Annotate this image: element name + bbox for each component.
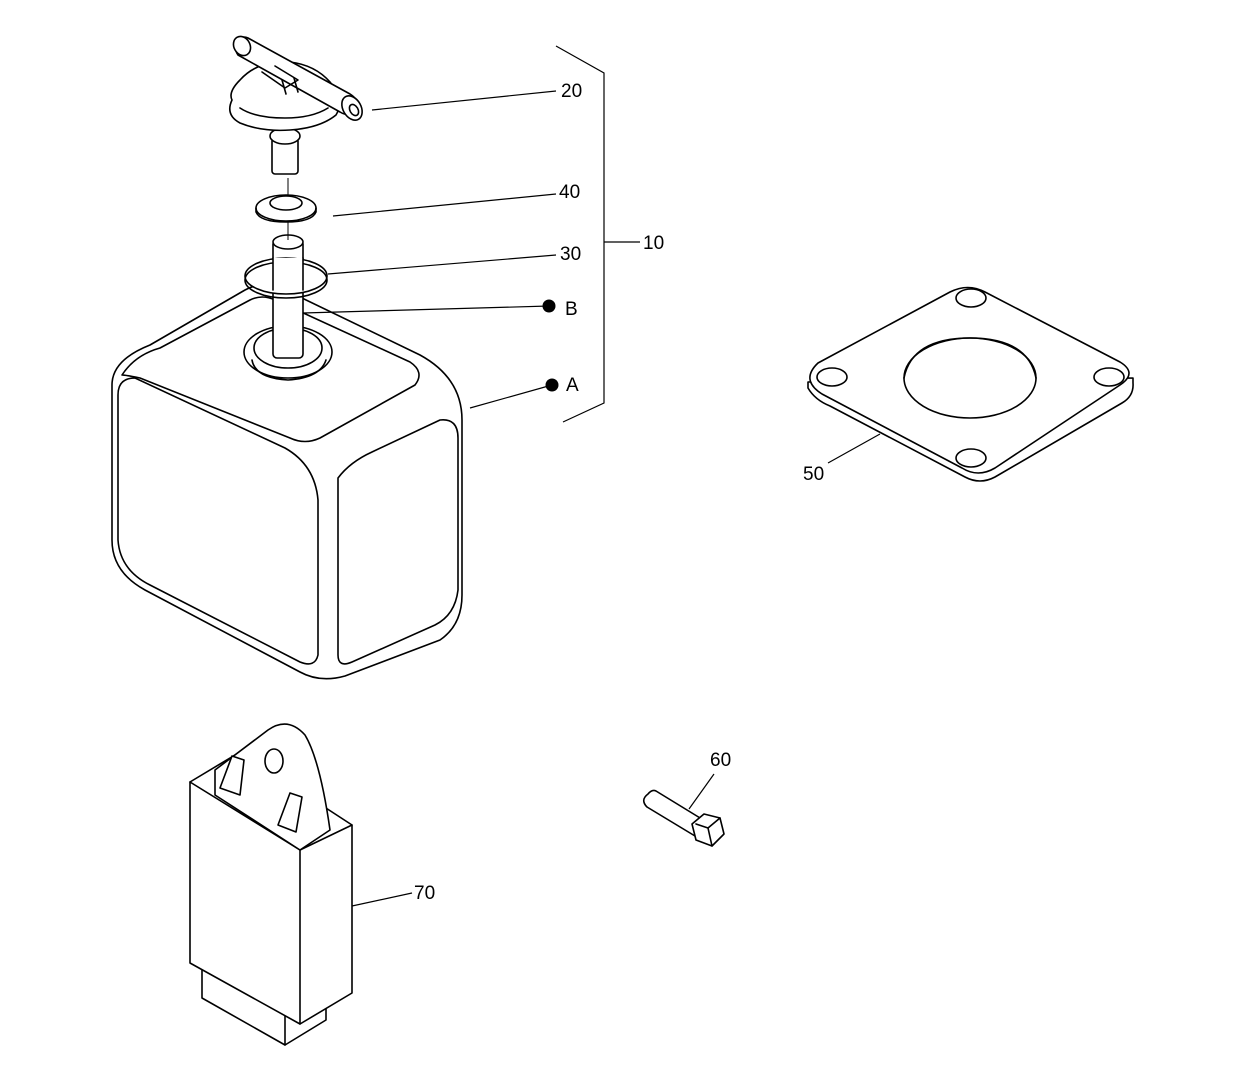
label-10: 10: [643, 233, 664, 254]
valve-20: [229, 35, 363, 175]
tank-part: [111, 283, 463, 680]
label-ref-b: B: [565, 299, 578, 320]
label-50: 50: [803, 464, 824, 485]
gasket-50: [807, 286, 1134, 482]
ref-b-dot: [542, 299, 556, 313]
label-ref-a: A: [566, 375, 579, 396]
washer-30: [244, 257, 328, 299]
label-60: 60: [710, 750, 731, 771]
seal-40: [255, 178, 317, 240]
label-20: 20: [561, 81, 582, 102]
relay-70: [189, 723, 353, 1046]
label-30: 30: [560, 244, 581, 265]
group-bracket: [555, 45, 640, 423]
bolt-60: [642, 789, 725, 847]
ref-a-dot: [545, 378, 559, 392]
label-40: 40: [559, 182, 580, 203]
leader-lines: [302, 90, 881, 907]
label-70: 70: [414, 883, 435, 904]
